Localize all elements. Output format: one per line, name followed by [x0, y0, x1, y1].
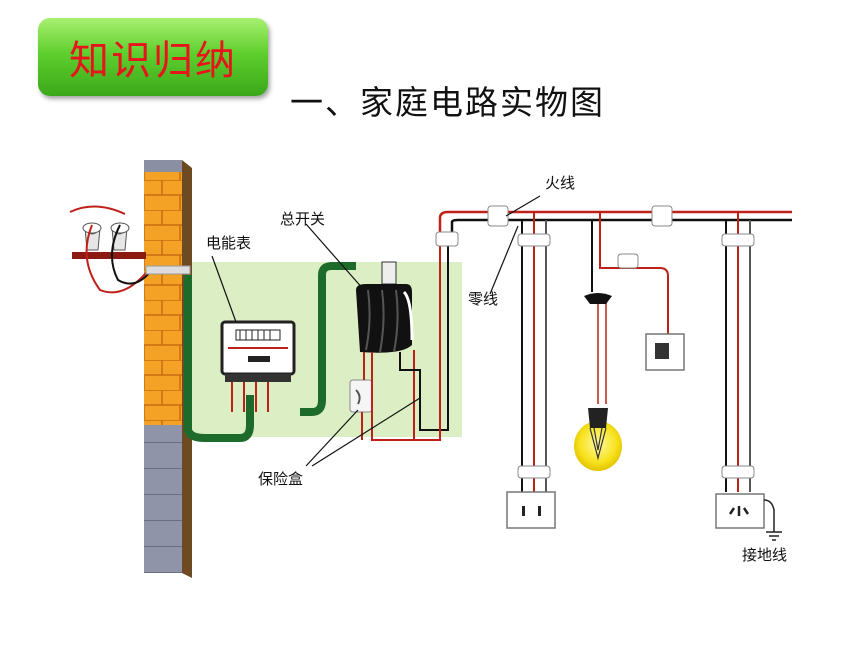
lamp-branch — [574, 212, 685, 471]
label-live-wire: 火线 — [545, 174, 575, 192]
pointer-lines — [211, 195, 541, 467]
light-bulb — [574, 421, 622, 471]
badge-text: 知识归纳 — [69, 38, 237, 84]
entry-cable — [184, 275, 254, 442]
section-badge: 知识归纳 — [38, 18, 268, 96]
electric-meter — [220, 320, 296, 412]
label-fuse-box: 保险盒 — [258, 470, 303, 488]
bus-wires — [414, 210, 792, 441]
meter-to-switch-cable — [300, 262, 356, 416]
page-title: 一、家庭电路实物图 — [290, 83, 605, 122]
main-switch — [356, 261, 414, 353]
label-main-switch: 总开关 — [280, 210, 325, 228]
label-neutral-wire: 零线 — [468, 290, 498, 308]
socket-branch-right — [487, 205, 782, 541]
label-meter: 电能表 — [206, 234, 251, 252]
insulators — [69, 205, 191, 294]
socket-branch-left — [506, 212, 556, 529]
fuse-box — [349, 240, 449, 441]
label-ground-wire: 接地线 — [742, 546, 787, 564]
